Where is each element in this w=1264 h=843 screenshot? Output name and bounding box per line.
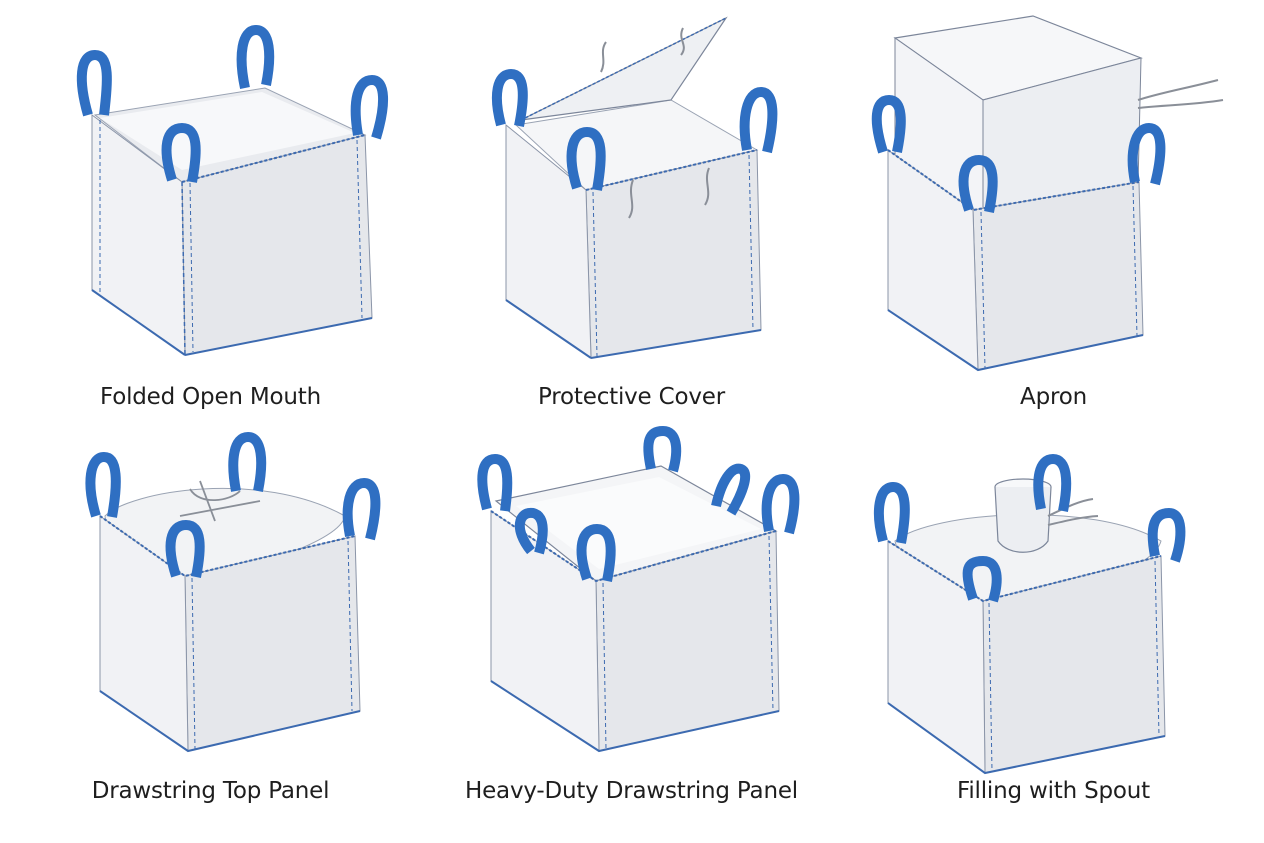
bag-heavy-duty-drawstring-panel: Heavy-Duty Drawstring Panel (421, 421, 842, 842)
bag-protective-cover: Protective Cover (421, 0, 842, 421)
bag-open-mouth-illustration (76, 24, 389, 356)
bag-heavy-drawstring-illustration (477, 425, 800, 753)
bag-caption: Protective Cover (538, 384, 725, 410)
bag-apron: Apron (843, 0, 1264, 421)
bag-drawstring-illustration (85, 431, 381, 753)
bag-drawstring-top-panel: Drawstring Top Panel (0, 421, 421, 842)
bag-spout-illustration (873, 453, 1186, 775)
bag-caption: Folded Open Mouth (100, 384, 321, 410)
bag-caption: Heavy-Duty Drawstring Panel (465, 778, 798, 804)
bag-caption: Apron (1020, 384, 1087, 410)
bag-folded-open-mouth: Folded Open Mouth (0, 0, 421, 421)
bag-apron-illustration (871, 15, 1224, 372)
bag-filling-with-spout: Filling with Spout (843, 421, 1264, 842)
bag-caption: Drawstring Top Panel (91, 778, 330, 804)
bag-caption: Filling with Spout (957, 778, 1150, 804)
bag-cover-illustration (491, 16, 778, 359)
